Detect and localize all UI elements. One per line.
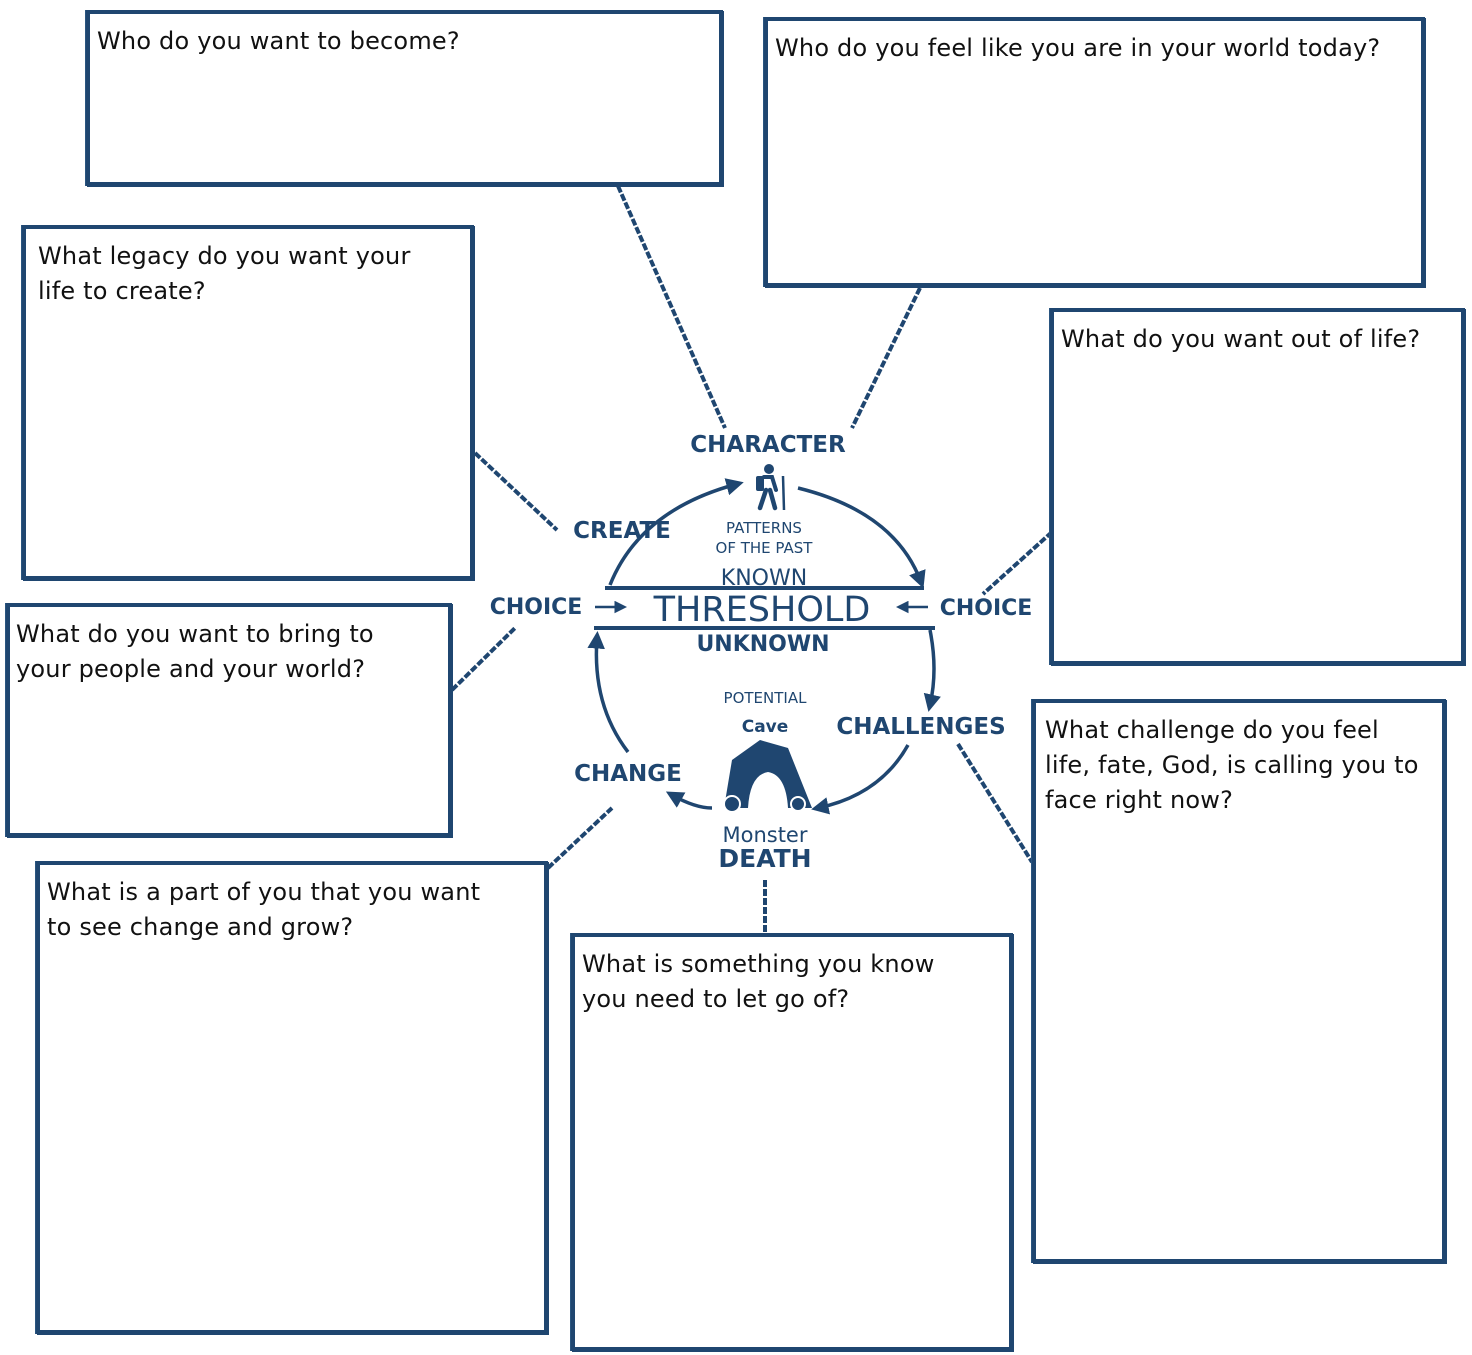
connector-become	[616, 185, 727, 429]
label-change: CHANGE	[574, 761, 682, 787]
hiker-icon	[756, 464, 786, 511]
connector-change	[546, 806, 614, 870]
label-unknown: UNKNOWN	[696, 632, 829, 657]
prompt-want: What do you want out of life?	[1061, 325, 1421, 353]
connector-challenge	[956, 742, 1034, 864]
prompt-become: Who do you want to become?	[97, 27, 460, 55]
prompt-change: What is a part of you that you want to s…	[47, 878, 481, 941]
prompt-bring: What do you want to bring to your people…	[16, 620, 374, 683]
arc-character-to-choice	[797, 486, 926, 589]
arc-change-to-threshold	[587, 631, 630, 754]
connector-today	[850, 287, 922, 429]
cave-icon	[723, 740, 812, 813]
arc-right-to-challenges	[923, 629, 941, 712]
prompt-box-legacy[interactable]: What legacy do you want your life to cre…	[22, 225, 474, 580]
arc-death-to-change	[665, 791, 713, 810]
label-death: DEATH	[718, 844, 811, 873]
prompt-box-become[interactable]: Who do you want to become?	[86, 10, 723, 186]
label-threshold: THRESHOLD	[653, 590, 871, 630]
label-potential: POTENTIAL	[724, 689, 808, 707]
connector-bring	[450, 625, 518, 692]
prompt-challenge: What challenge do you feel life, fate, G…	[1045, 716, 1419, 814]
label-choice-right: CHOICE	[940, 596, 1033, 621]
prompt-legacy: What legacy do you want your life to cre…	[38, 242, 411, 305]
arc-create-to-character	[608, 478, 744, 586]
connector-want	[981, 530, 1054, 596]
label-choice-left: CHOICE	[490, 595, 583, 620]
prompt-box-today[interactable]: Who do you feel like you are in your wor…	[764, 17, 1425, 287]
label-patterns-line2: OF THE PAST	[716, 539, 814, 557]
label-challenges: CHALLENGES	[836, 714, 1005, 740]
label-patterns-line1: PATTERNS	[726, 519, 802, 537]
prompt-let-go: What is something you know you need to l…	[582, 950, 935, 1013]
prompt-box-change[interactable]: What is a part of you that you want to s…	[36, 861, 548, 1334]
connector-legacy	[473, 451, 559, 532]
label-cave: Cave	[742, 717, 789, 737]
prompt-box-challenge[interactable]: What challenge do you feel life, fate, G…	[1032, 699, 1446, 1263]
label-character: CHARACTER	[690, 432, 846, 458]
arc-challenges-to-death	[811, 744, 910, 815]
prompt-today: Who do you feel like you are in your wor…	[775, 34, 1381, 62]
prompt-box-want[interactable]: What do you want out of life?	[1050, 308, 1465, 665]
prompt-box-bring[interactable]: What do you want to bring to your people…	[6, 603, 452, 837]
prompt-box-let-go[interactable]: What is something you know you need to l…	[571, 933, 1013, 1351]
label-known: KNOWN	[721, 566, 807, 591]
label-monster: Monster	[722, 823, 807, 847]
label-create: CREATE	[573, 518, 671, 544]
